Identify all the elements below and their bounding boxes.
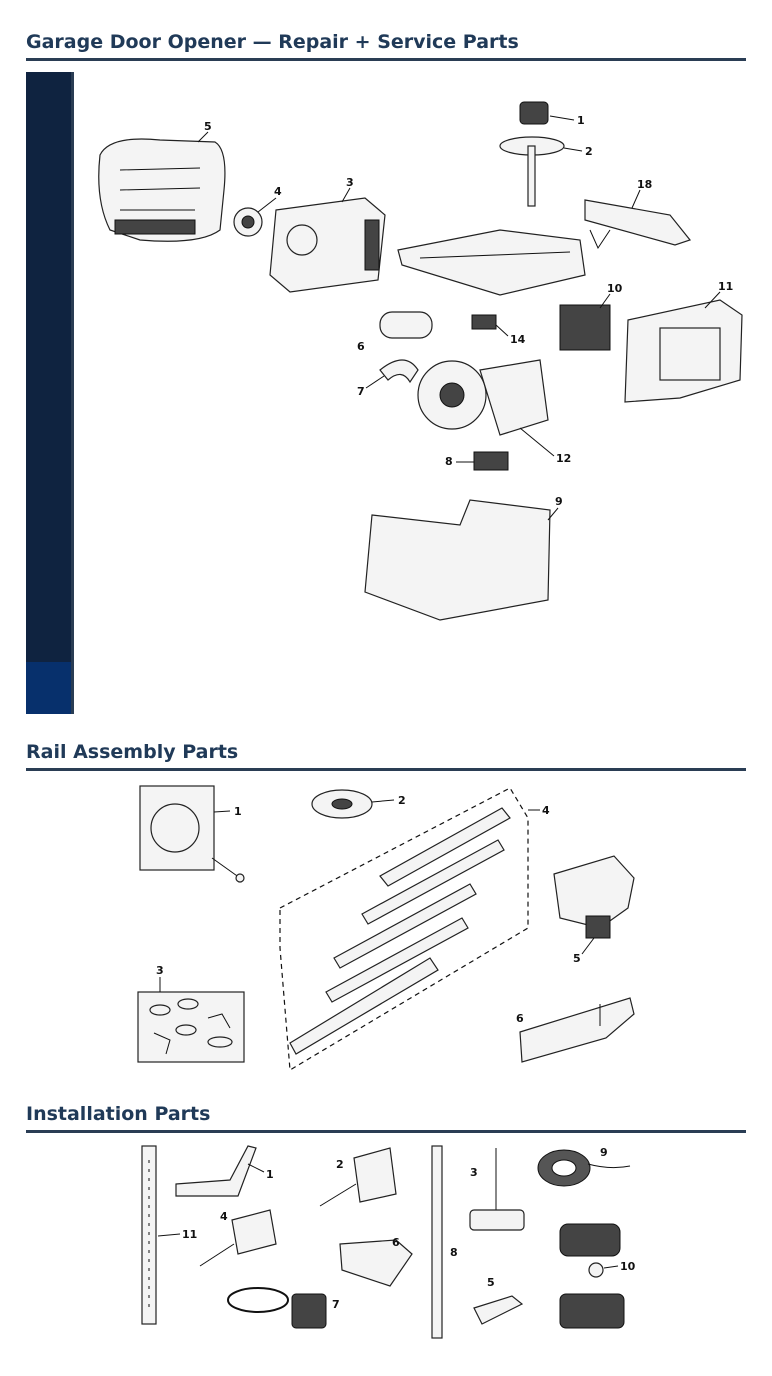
part-battery[interactable] — [588, 1262, 604, 1278]
part-bracket-4[interactable] — [199, 1209, 277, 1267]
callout-rail-5: 5 — [573, 952, 581, 965]
part-limit-switch[interactable] — [519, 101, 549, 125]
part-angle-iron[interactable] — [141, 1145, 157, 1325]
part-pulley[interactable] — [311, 789, 373, 819]
callout-11: 11 — [718, 280, 733, 293]
part-keypad[interactable] — [559, 1293, 625, 1329]
part-header-bracket[interactable] — [139, 785, 245, 883]
rail-parts-diagram: 1 2 4 5 3 6 — [137, 785, 635, 1072]
callout-inst-2: 2 — [336, 1158, 344, 1171]
callout-2: 2 — [585, 145, 593, 158]
callout-inst-9: 9 — [600, 1146, 608, 1159]
part-rail-sections[interactable] — [279, 787, 529, 1072]
part-wire-spool[interactable] — [537, 1149, 631, 1187]
callout-9: 9 — [555, 495, 563, 508]
callout-inst-7: 7 — [332, 1298, 340, 1311]
part-door-arm[interactable] — [175, 1145, 257, 1197]
part-end-panel[interactable] — [624, 299, 743, 403]
callout-inst-10: 10 — [620, 1260, 636, 1273]
callout-inst-3: 3 — [470, 1166, 478, 1179]
callout-3: 3 — [346, 176, 354, 189]
callout-1: 1 — [577, 114, 585, 127]
part-capacitor[interactable] — [379, 311, 433, 339]
part-light-socket[interactable] — [584, 199, 692, 250]
part-wall-control[interactable] — [227, 1287, 327, 1329]
callout-rail-4: 4 — [542, 804, 550, 817]
callout-rail-3: 3 — [156, 964, 164, 977]
part-sprocket[interactable] — [233, 207, 263, 237]
callout-14: 14 — [510, 333, 526, 346]
part-header[interactable] — [431, 1145, 443, 1339]
callout-5: 5 — [204, 120, 212, 133]
part-chassis[interactable] — [397, 229, 586, 296]
part-trolley[interactable] — [553, 855, 635, 939]
callout-inst-5: 5 — [487, 1276, 495, 1289]
callout-8: 8 — [445, 455, 453, 468]
part-cover[interactable] — [98, 138, 226, 242]
part-capacitor-bracket[interactable] — [379, 359, 419, 384]
section-title-rail: Rail Assembly Parts — [26, 740, 746, 771]
callout-rail-2: 2 — [398, 794, 406, 807]
part-gear-kit[interactable] — [473, 451, 509, 471]
part-visor-clip[interactable] — [473, 1295, 524, 1325]
part-bracket-2[interactable] — [319, 1147, 397, 1207]
part-rivet-kit[interactable] — [137, 991, 245, 1063]
part-warning-tag[interactable] — [469, 1148, 525, 1231]
opener-parts-diagram: 5 4 3 1 2 18 6 14 — [98, 101, 743, 621]
callout-inst-11: 11 — [182, 1228, 197, 1241]
part-receiver[interactable] — [559, 304, 611, 351]
installation-parts-diagram: 11 1 4 2 6 7 8 3 9 10 — [141, 1145, 636, 1339]
section-title-installation: Installation Parts — [26, 1102, 746, 1133]
callout-7: 7 — [357, 385, 365, 398]
section-title-opener: Garage Door Opener — Repair + Service Pa… — [26, 30, 746, 61]
side-nav-bar[interactable] — [26, 72, 74, 714]
callout-12: 12 — [556, 452, 571, 465]
callout-4: 4 — [274, 185, 282, 198]
callout-inst-4: 4 — [220, 1210, 228, 1223]
callout-rail-1: 1 — [234, 805, 242, 818]
part-housing[interactable] — [269, 197, 386, 293]
callout-inst-1: 1 — [266, 1168, 274, 1181]
part-remote[interactable] — [559, 1223, 621, 1257]
callout-6: 6 — [357, 340, 365, 353]
part-lens[interactable] — [364, 499, 551, 621]
part-door-bracket[interactable] — [519, 997, 635, 1063]
part-drive-shaft[interactable] — [499, 136, 565, 207]
part-bracket-6[interactable] — [339, 1239, 413, 1287]
part-motor[interactable] — [417, 359, 549, 436]
callout-inst-8: 8 — [450, 1246, 458, 1259]
callout-inst-6: 6 — [392, 1236, 400, 1249]
callout-rail-6: 6 — [516, 1012, 524, 1025]
side-nav-tab[interactable] — [26, 662, 71, 714]
callout-18: 18 — [637, 178, 652, 191]
part-sensor[interactable] — [471, 314, 497, 330]
callout-10: 10 — [607, 282, 623, 295]
